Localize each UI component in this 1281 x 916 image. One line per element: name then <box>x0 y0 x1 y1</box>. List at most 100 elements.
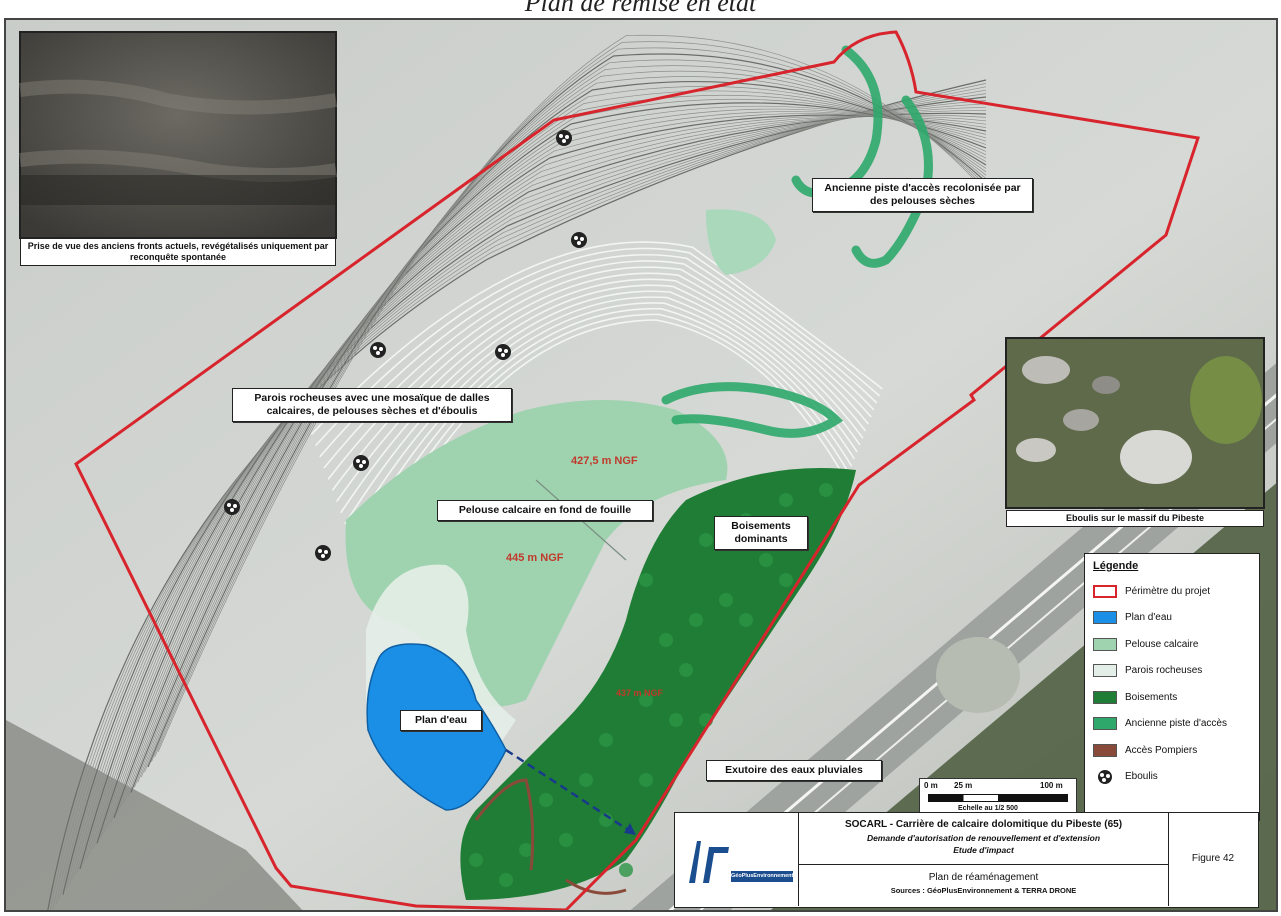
elevation-label-3: 437 m NGF <box>616 688 664 698</box>
plan-sources: Sources : GéoPlusEnvironnement & TERRA D… <box>890 886 1077 895</box>
legend-swatch <box>1093 637 1117 651</box>
rock-wall-line <box>352 302 856 547</box>
contour-line <box>151 47 987 763</box>
contour-line <box>59 93 987 900</box>
rock-wall-line <box>315 247 881 447</box>
tree-canopy <box>559 833 573 847</box>
photo-fronts-caption: Prise de vue des anciens fronts actuels,… <box>20 238 336 266</box>
tree-canopy <box>819 483 833 497</box>
tree-canopy <box>689 613 703 627</box>
project-title: SOCARL - Carrière de calcaire dolomitiqu… <box>844 819 1123 830</box>
contour-line <box>89 116 987 854</box>
legend-item: Accès Pompiers <box>1093 737 1251 764</box>
legend-item: Parois rocheuses <box>1093 658 1251 685</box>
contour-line <box>144 59 987 773</box>
tree-canopy <box>679 663 693 677</box>
rock-wall-line <box>327 266 872 480</box>
legend-swatch <box>1093 743 1117 757</box>
contour-line <box>106 108 987 829</box>
photo-scree-rock-3 <box>1016 438 1056 462</box>
map-heading: Plan de remise en état <box>524 0 757 17</box>
scree-markers <box>224 130 587 561</box>
photo-fronts-texture <box>19 79 338 182</box>
legend-label: Ancienne piste d'accès <box>1125 718 1227 730</box>
contour-line <box>83 114 987 864</box>
contour-line <box>134 76 987 788</box>
contour-line <box>113 102 987 819</box>
photo-fronts-band <box>20 175 336 205</box>
outlet-arrowhead <box>624 823 636 835</box>
logo-cell: GéoPlusEnvironnement <box>675 813 799 906</box>
company-logo-text: GéoPlusEnvironnement <box>731 871 793 882</box>
elevation-label-2: 445 m NGF <box>506 552 564 564</box>
legend-label: Périmètre du projet <box>1125 585 1211 597</box>
legend-item: Boisements <box>1093 684 1251 711</box>
figure-number: Figure 42 <box>1191 853 1235 864</box>
contour-line <box>55 89 987 905</box>
scree-icon <box>224 499 240 515</box>
project-request: Demande d'autorisation de renouvellement… <box>866 833 1101 843</box>
legend-swatch <box>1093 690 1117 704</box>
tree-canopy <box>659 633 673 647</box>
legend-label: Parois rocheuses <box>1125 665 1203 677</box>
contour-line <box>123 90 987 803</box>
calcareous-lawn-upper <box>706 209 776 275</box>
woodland <box>460 468 856 900</box>
project-cell: SOCARL - Carrière de calcaire dolomitiqu… <box>799 813 1169 865</box>
map-frame[interactable]: Prise de vue des anciens fronts actuels,… <box>4 18 1278 912</box>
legend-item: Périmètre du projet <box>1093 578 1251 605</box>
legend-item: Ancienne piste d'accès <box>1093 711 1251 738</box>
legend-label: Eboulis <box>1125 771 1158 783</box>
scree-icon <box>556 130 572 146</box>
woodland-texture <box>469 483 833 887</box>
contour-line <box>72 106 987 880</box>
legend-item: Eboulis <box>1093 764 1251 791</box>
rock-wall-line <box>323 260 875 469</box>
rock-wall-line <box>310 241 883 435</box>
contour-line <box>140 65 987 778</box>
contour-line <box>120 94 987 808</box>
tree-canopy <box>719 593 733 607</box>
scree-icon <box>495 344 511 360</box>
outside-terrain-southwest <box>6 720 303 910</box>
tree-canopy <box>779 573 793 587</box>
callout-old-track: Ancienne piste d'accès recolonisée par d… <box>812 178 1033 212</box>
plan-title: Plan de réaménagement <box>928 872 1039 883</box>
contour-line <box>137 70 987 783</box>
contour-line <box>50 83 987 910</box>
tree-canopy <box>619 863 633 877</box>
legend-swatch <box>1093 611 1117 625</box>
legend-label: Plan d'eau <box>1125 612 1172 624</box>
outside-clearing <box>936 637 1020 713</box>
elevation-label-1: 427,5 m NGF <box>571 455 638 467</box>
contour-line <box>100 113 987 839</box>
tree-canopy <box>499 873 513 887</box>
contour-line <box>147 53 987 768</box>
legend-swatch <box>1093 717 1117 731</box>
tree-canopy <box>519 843 533 857</box>
contour-line <box>103 111 987 834</box>
project-study: Etude d'impact <box>953 845 1014 855</box>
callout-pond: Plan d'eau <box>400 710 482 731</box>
tree-canopy <box>699 533 713 547</box>
scree-icon <box>353 455 369 471</box>
map-canvas[interactable] <box>6 20 1278 912</box>
contour-line <box>117 98 987 814</box>
legend-label: Boisements <box>1125 691 1178 703</box>
contour-line <box>62 96 987 895</box>
legend-label: Pelouse calcaire <box>1125 638 1199 650</box>
contour-line <box>93 115 987 849</box>
callout-woodland: Boisements dominants <box>714 516 808 550</box>
rock-wall-line <box>331 272 870 491</box>
callout-lawn: Pelouse calcaire en fond de fouille <box>437 500 653 521</box>
scree-icon <box>370 342 386 358</box>
scale-bar-graphic <box>928 794 1068 802</box>
photo-scree-grass <box>1190 356 1262 444</box>
tree-canopy <box>779 493 793 507</box>
tree-canopy <box>739 613 753 627</box>
photo-fronts <box>19 31 337 239</box>
contour-line <box>69 103 987 885</box>
photo-scree-caption: Eboulis sur le massif du Pibeste <box>1006 510 1264 527</box>
